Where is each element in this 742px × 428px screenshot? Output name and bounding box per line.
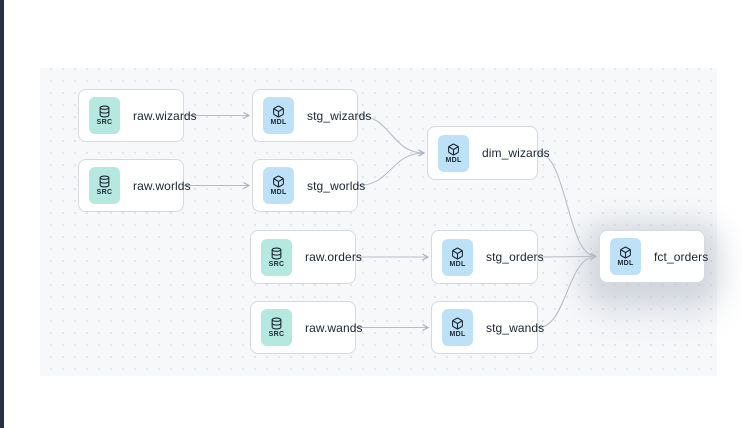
- database-icon: [270, 247, 283, 260]
- node-type-badge: SRC: [261, 309, 292, 346]
- lineage-node-fct_orders[interactable]: MDL fct_orders: [599, 230, 709, 283]
- node-label: raw.orders: [305, 250, 363, 264]
- database-icon: [98, 175, 111, 188]
- cube-icon: [272, 105, 285, 118]
- lineage-node-stg_wands[interactable]: MDL stg_wands: [431, 301, 544, 354]
- node-type-badge: MDL: [610, 238, 641, 275]
- window-edge-strip: [0, 0, 4, 428]
- node-label: stg_wands: [486, 320, 545, 335]
- edge-stg_orders-to-fct_orders[interactable]: [537, 253, 598, 261]
- cube-icon: [619, 246, 632, 259]
- node-label: stg_orders: [486, 250, 544, 264]
- edge-stg_worlds-to-dim_wizards[interactable]: [357, 149, 426, 187]
- cube-icon: [451, 317, 464, 330]
- node-type-badge: MDL: [438, 134, 469, 172]
- node-label: dim_wizards: [482, 146, 550, 160]
- node-type-badge: MDL: [263, 97, 294, 134]
- lineage-node-raw_wands[interactable]: SRC raw.wands: [250, 301, 363, 354]
- lineage-node-raw_worlds[interactable]: SRC raw.worlds: [78, 159, 191, 212]
- node-type-badge: SRC: [89, 167, 120, 204]
- lineage-node-raw_orders[interactable]: SRC raw.orders: [250, 230, 362, 284]
- node-type-badge: MDL: [263, 167, 294, 204]
- node-type-badge: SRC: [261, 238, 292, 276]
- lineage-node-dim_wizards[interactable]: MDL dim_wizards: [427, 126, 550, 180]
- lineage-node-stg_wizards[interactable]: MDL stg_wizards: [252, 89, 371, 142]
- lineage-node-stg_orders[interactable]: MDL stg_orders: [431, 230, 544, 284]
- lineage-node-raw_wizards[interactable]: SRC raw.wizards: [78, 89, 197, 142]
- cube-icon: [272, 175, 285, 188]
- database-icon: [98, 105, 111, 118]
- node-type-badge: MDL: [442, 309, 473, 346]
- database-icon: [270, 317, 283, 330]
- node-label: fct_orders: [654, 249, 709, 264]
- node-label: stg_wizards: [307, 108, 372, 123]
- edge-dim_wizards-to-fct_orders[interactable]: [537, 152, 598, 260]
- node-label: raw.worlds: [133, 178, 191, 193]
- node-label: raw.wizards: [133, 108, 197, 123]
- node-type-badge: MDL: [442, 238, 473, 276]
- node-label: stg_worlds: [307, 178, 366, 193]
- edge-stg_wizards-to-dim_wizards[interactable]: [357, 114, 426, 157]
- node-label: raw.wands: [305, 320, 363, 335]
- edge-stg_wands-to-fct_orders[interactable]: [537, 253, 598, 329]
- node-type-badge: SRC: [89, 97, 120, 134]
- lineage-node-stg_worlds[interactable]: MDL stg_worlds: [252, 159, 365, 212]
- cube-icon: [447, 143, 460, 156]
- cube-icon: [451, 247, 464, 260]
